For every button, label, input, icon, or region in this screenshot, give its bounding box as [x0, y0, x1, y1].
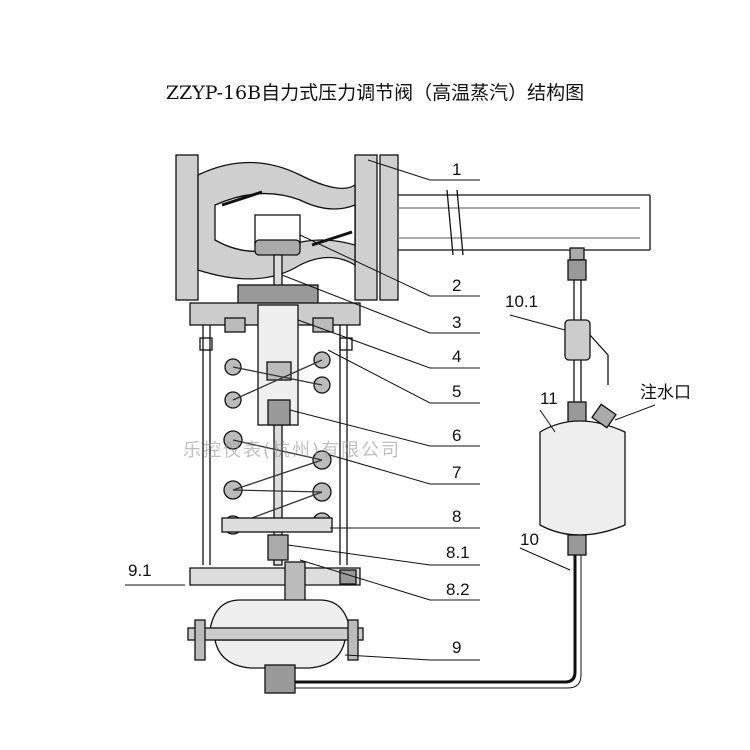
pressure-port — [264, 664, 296, 694]
label-5: 5 — [452, 382, 462, 401]
label-9: 9 — [452, 638, 462, 657]
label-3: 3 — [452, 313, 462, 332]
condensate-pot — [539, 420, 626, 536]
flow-arrow — [221, 190, 263, 207]
spring-coils — [232, 359, 323, 526]
valve-handle — [589, 334, 609, 385]
label-10-1: 10.1 — [505, 292, 539, 311]
pipe — [398, 189, 651, 256]
leader-lines — [125, 159, 656, 661]
label-1: 1 — [452, 160, 462, 179]
diaphragm-housing — [209, 599, 351, 631]
spring-seat — [221, 517, 333, 533]
impulse-tube — [295, 555, 577, 684]
valve-body — [175, 154, 399, 301]
bonnet — [237, 284, 319, 306]
label-9-1: 9.1 — [128, 561, 152, 580]
label-8-1: 8.1 — [446, 543, 470, 562]
label-11: 11 — [540, 389, 558, 408]
label-8-2: 8.2 — [446, 580, 470, 599]
label-2: 2 — [452, 276, 462, 295]
water-inlet-plug — [591, 403, 617, 429]
label-10: 10 — [520, 530, 539, 549]
watermark: 乐控仪表(杭州)有限公司 — [183, 440, 402, 461]
label-water-inlet: 注水口 — [640, 383, 691, 402]
valve-plug — [254, 239, 301, 256]
label-7: 7 — [452, 463, 462, 482]
label-6: 6 — [452, 426, 462, 445]
label-4: 4 — [452, 347, 462, 366]
flow-arrow — [311, 230, 353, 247]
diagram-title: ZZYP-16B自力式压力调节阀（高温蒸汽）结构图 — [165, 82, 585, 104]
label-8: 8 — [452, 507, 462, 526]
ball-valve — [564, 319, 591, 361]
